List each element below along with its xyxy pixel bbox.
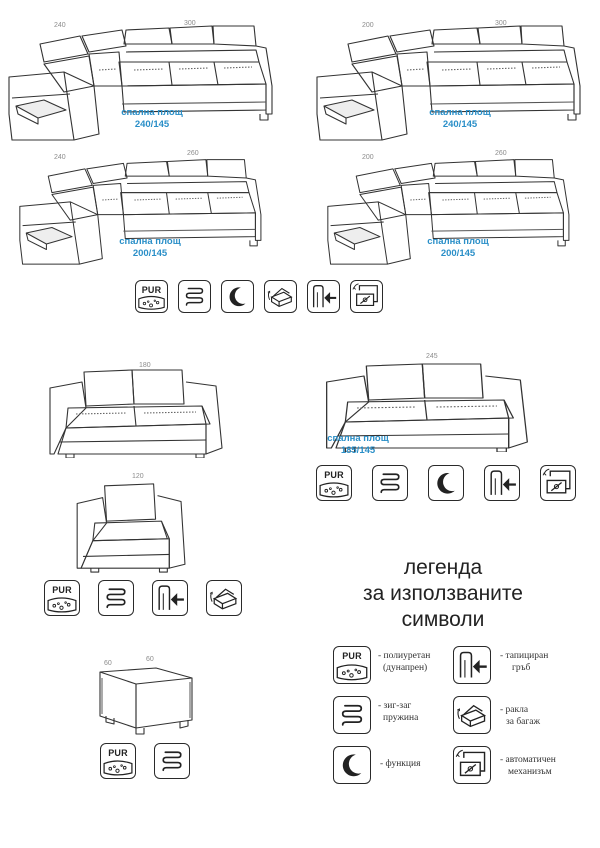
sofa-180-dim: 180 — [139, 362, 151, 369]
zigzag-spring-icon — [98, 580, 134, 616]
legend-item-pur: - полиуретан (дунапрен) — [378, 651, 431, 673]
sleep-label: спална площ — [119, 236, 181, 247]
legend-auto-mechanism-icon — [453, 746, 491, 784]
corner-sofa-2-dim-right: 300 — [495, 20, 507, 27]
sleep-size: 185/145 — [340, 445, 376, 456]
legend-item-storage: - ракла за багаж — [500, 705, 541, 727]
legend-title-line3: символи — [401, 608, 485, 631]
corner-sofa-1-sleep-area: спална площ 240/145 — [112, 107, 192, 131]
armchair-drawing — [74, 478, 194, 576]
upholstered-back-icon — [152, 580, 188, 616]
zigzag-spring-icon — [154, 743, 190, 779]
sofa-245-dim: 245 — [426, 353, 438, 360]
legend-title: легенда за използваните символи — [328, 555, 558, 633]
sofa-245-icon-row: PUR — [316, 465, 576, 501]
corner-sofa-2-dim-left: 200 — [362, 22, 374, 29]
pur-icon: PUR — [316, 465, 352, 501]
moon-function-icon — [428, 465, 464, 501]
legend-pur-icon: PUR — [333, 646, 371, 684]
sleep-label: спална площ — [427, 236, 489, 247]
legend-item-zigzag: - зиг-заг пружина — [378, 701, 419, 723]
sleep-size: 240/145 — [442, 119, 478, 130]
storage-box-icon — [206, 580, 242, 616]
corner-sofa-icon-row: PUR — [135, 280, 383, 313]
sofa-245-sleep-area: спална площ 185/145 — [318, 433, 398, 457]
sleep-label: спална площ — [121, 107, 183, 118]
zigzag-spring-icon — [372, 465, 408, 501]
auto-mechanism-icon — [540, 465, 576, 501]
zigzag-spring-icon — [178, 280, 211, 313]
sleep-size: 200/145 — [440, 248, 476, 259]
legend-storage-box-icon — [453, 696, 491, 734]
moon-function-icon — [221, 280, 254, 313]
armchair-icon-row: PUR — [44, 580, 242, 616]
corner-sofa-2-sleep-area: спална площ 240/145 — [420, 107, 500, 131]
corner-sofa-4-sleep-area: спална площ 200/145 — [418, 236, 498, 260]
sleep-label: спална площ — [429, 107, 491, 118]
pur-icon: PUR — [135, 280, 168, 313]
legend-title-line2: за използваните — [363, 582, 523, 605]
upholstered-back-icon — [307, 280, 340, 313]
corner-sofa-3-sleep-area: спална площ 200/145 — [110, 236, 190, 260]
sleep-size: 240/145 — [134, 119, 170, 130]
pouf-drawing — [96, 658, 196, 738]
pur-icon: PUR — [100, 743, 136, 779]
legend-upholstered-back-icon — [453, 646, 491, 684]
legend-item-auto: - автоматичен механизъм — [500, 755, 556, 777]
corner-sofa-4-dim-left: 200 — [362, 154, 374, 161]
sleep-label: спална площ — [327, 433, 389, 444]
corner-sofa-1-dim-right: 300 — [184, 20, 196, 27]
corner-sofa-3-dim-left: 240 — [54, 154, 66, 161]
legend-zigzag-spring-icon — [333, 696, 371, 734]
sleep-size: 200/145 — [132, 248, 168, 259]
legend-title-line1: легенда — [403, 556, 483, 579]
pouf-dim-depth: 60 — [104, 660, 112, 667]
pur-icon: PUR — [44, 580, 80, 616]
armchair-dim: 120 — [132, 473, 144, 480]
legend-item-function: - функция — [380, 759, 421, 769]
pouf-dim-width: 60 — [146, 656, 154, 663]
legend-item-back: - тапициран гръб — [500, 651, 549, 673]
corner-sofa-3-dim-right: 260 — [187, 150, 199, 157]
corner-sofa-4-dim-right: 260 — [495, 150, 507, 157]
sofa-180-drawing — [46, 358, 226, 458]
corner-sofa-1-dim-left: 240 — [54, 22, 66, 29]
legend-moon-function-icon — [333, 746, 371, 784]
upholstered-back-icon — [484, 465, 520, 501]
storage-box-icon — [264, 280, 297, 313]
auto-mechanism-icon — [350, 280, 383, 313]
pouf-icon-row: PUR — [100, 743, 190, 779]
